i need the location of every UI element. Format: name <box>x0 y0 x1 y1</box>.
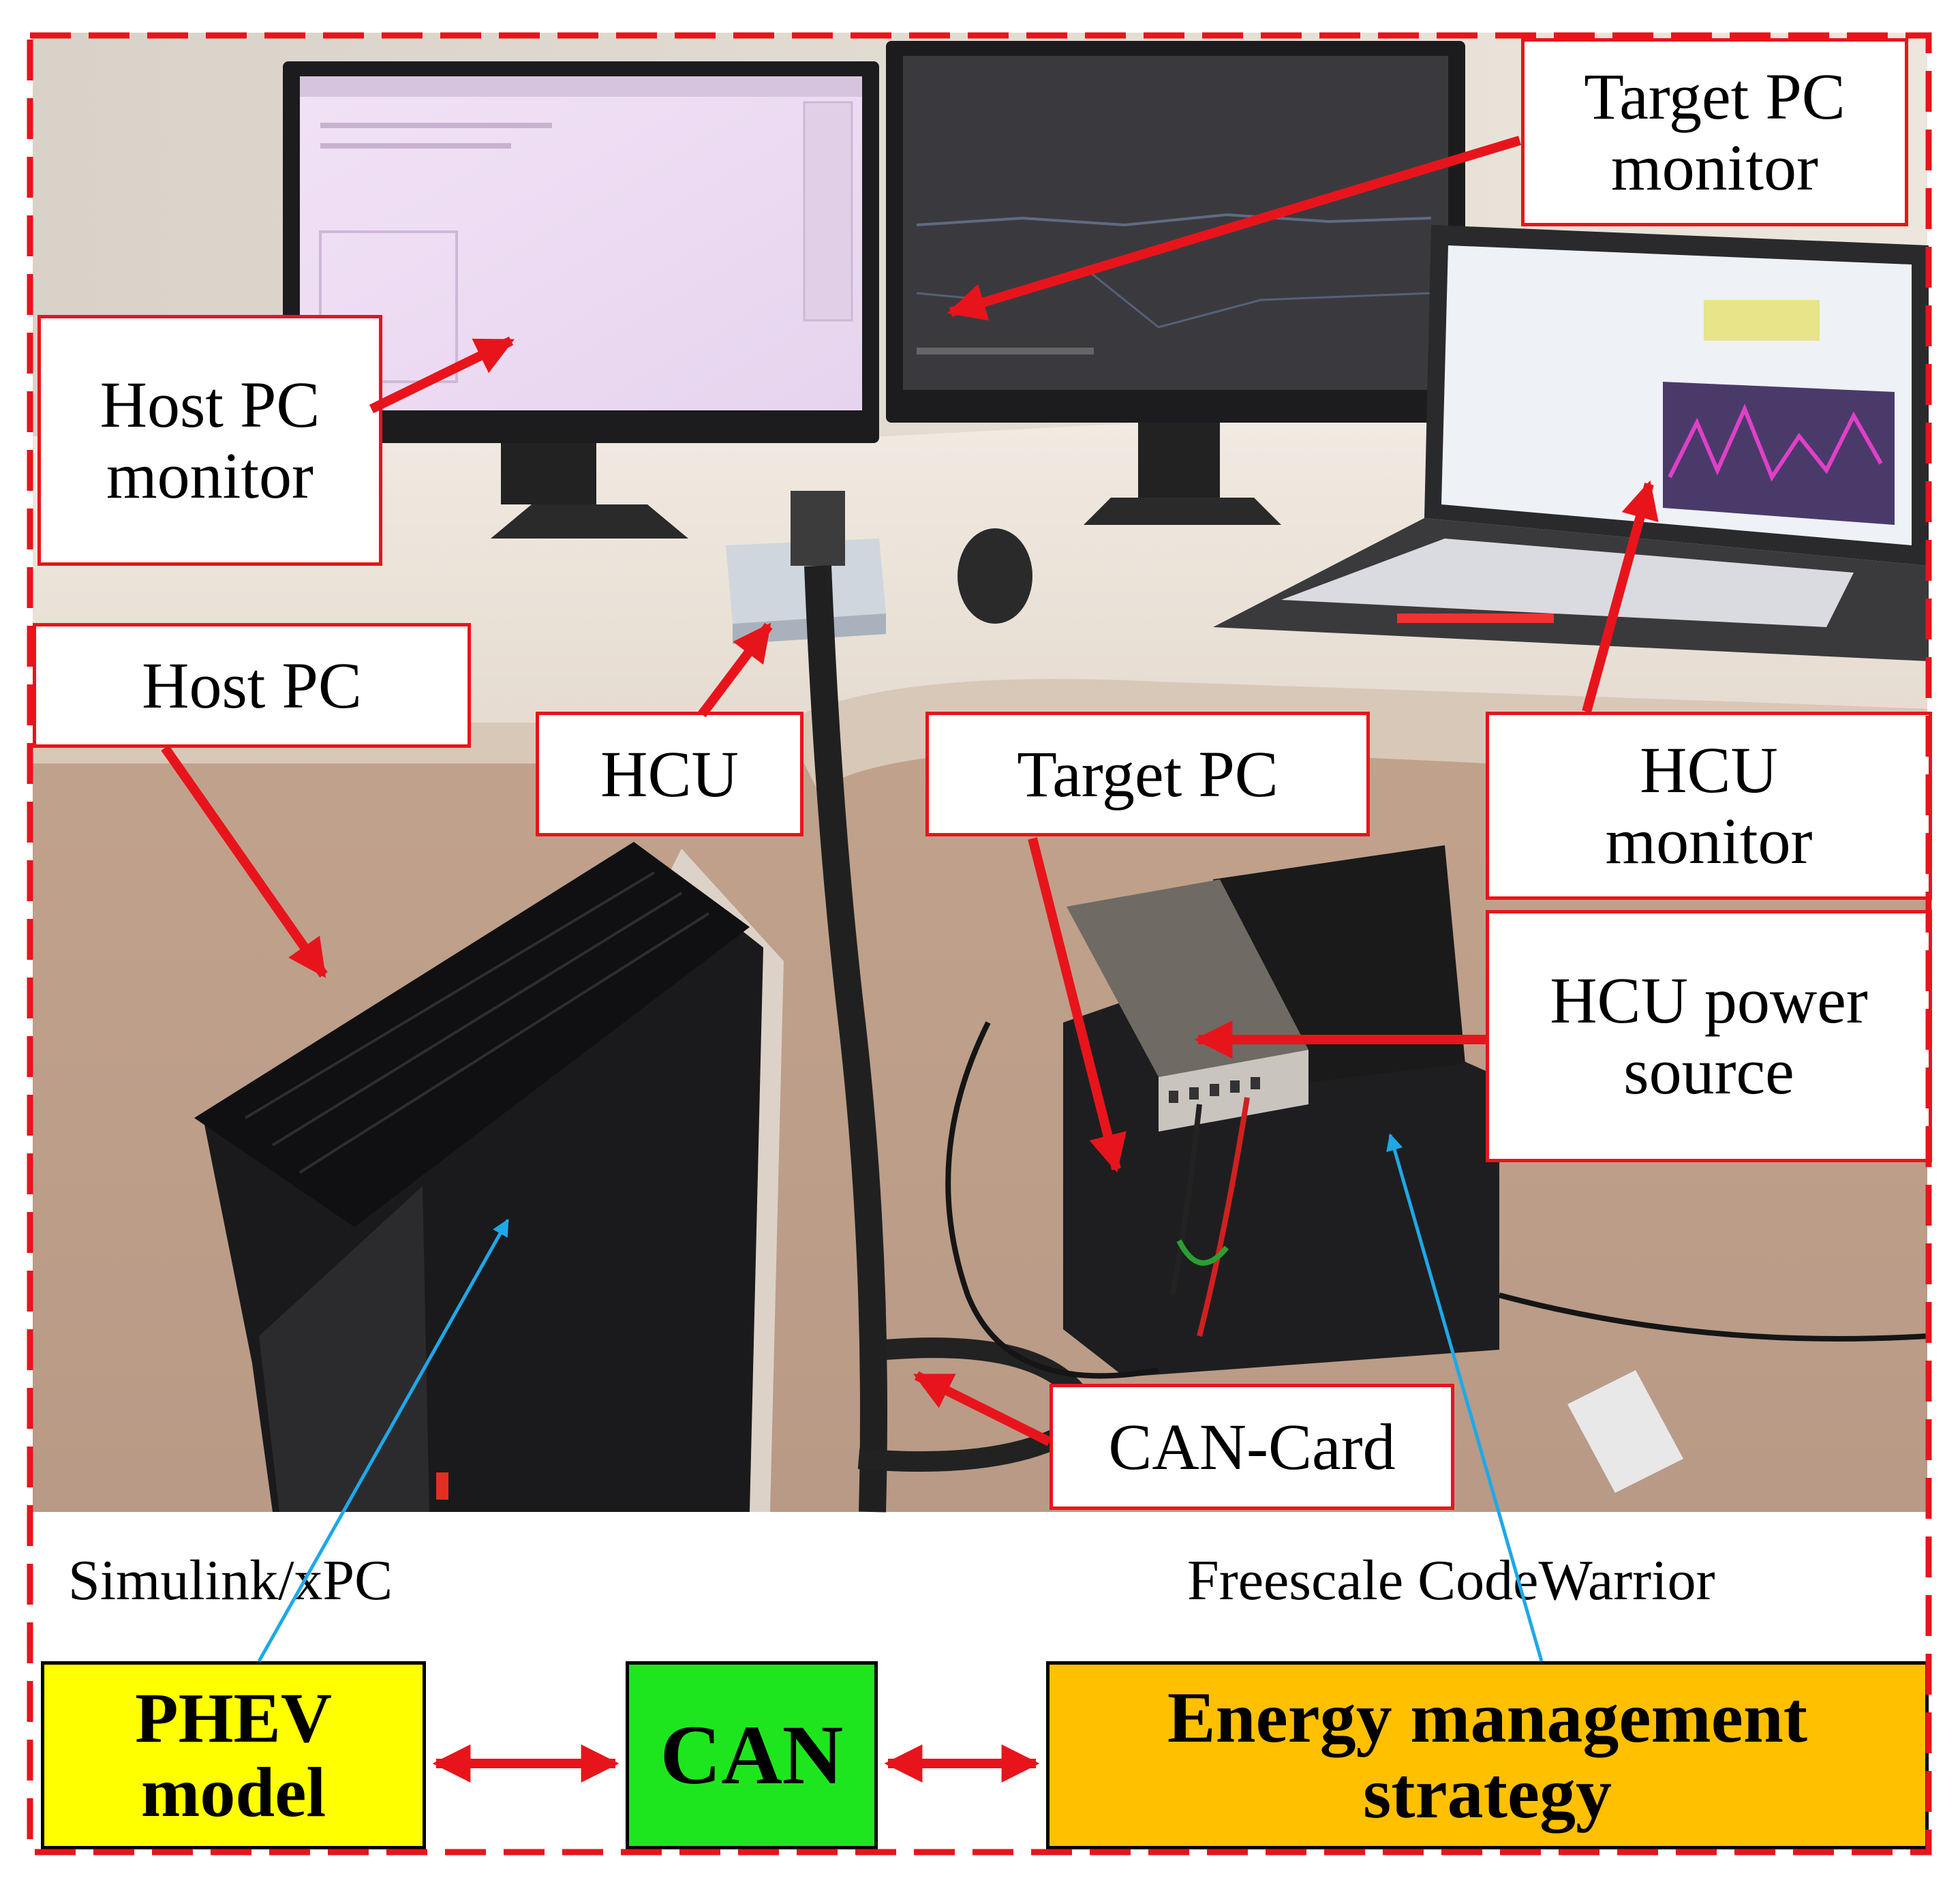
label-can-card: CAN-Card <box>1050 1384 1454 1510</box>
block-can: CAN <box>626 1661 878 1849</box>
mouse <box>958 528 1032 624</box>
label-hcu: HCU <box>536 712 803 836</box>
label-host-pc: Host PC <box>33 623 471 748</box>
label-hcu-monitor: HCU monitor <box>1486 712 1932 900</box>
software-simulink-xpc: Simulink/xPC <box>68 1549 393 1612</box>
label-target-pc: Target PC <box>925 712 1370 836</box>
label-hcu-power-source: HCU power source <box>1486 910 1932 1162</box>
label-target-pc-monitor: Target PC monitor <box>1521 38 1908 226</box>
label-host-pc-monitor: Host PC monitor <box>37 315 382 566</box>
block-energy-management-strategy: Energy management strategy <box>1046 1661 1929 1849</box>
target-monitor-screen <box>903 56 1448 390</box>
software-codewarrior: Freescale CodeWarrior <box>1187 1549 1715 1612</box>
block-phev-model: PHEV model <box>41 1661 426 1849</box>
